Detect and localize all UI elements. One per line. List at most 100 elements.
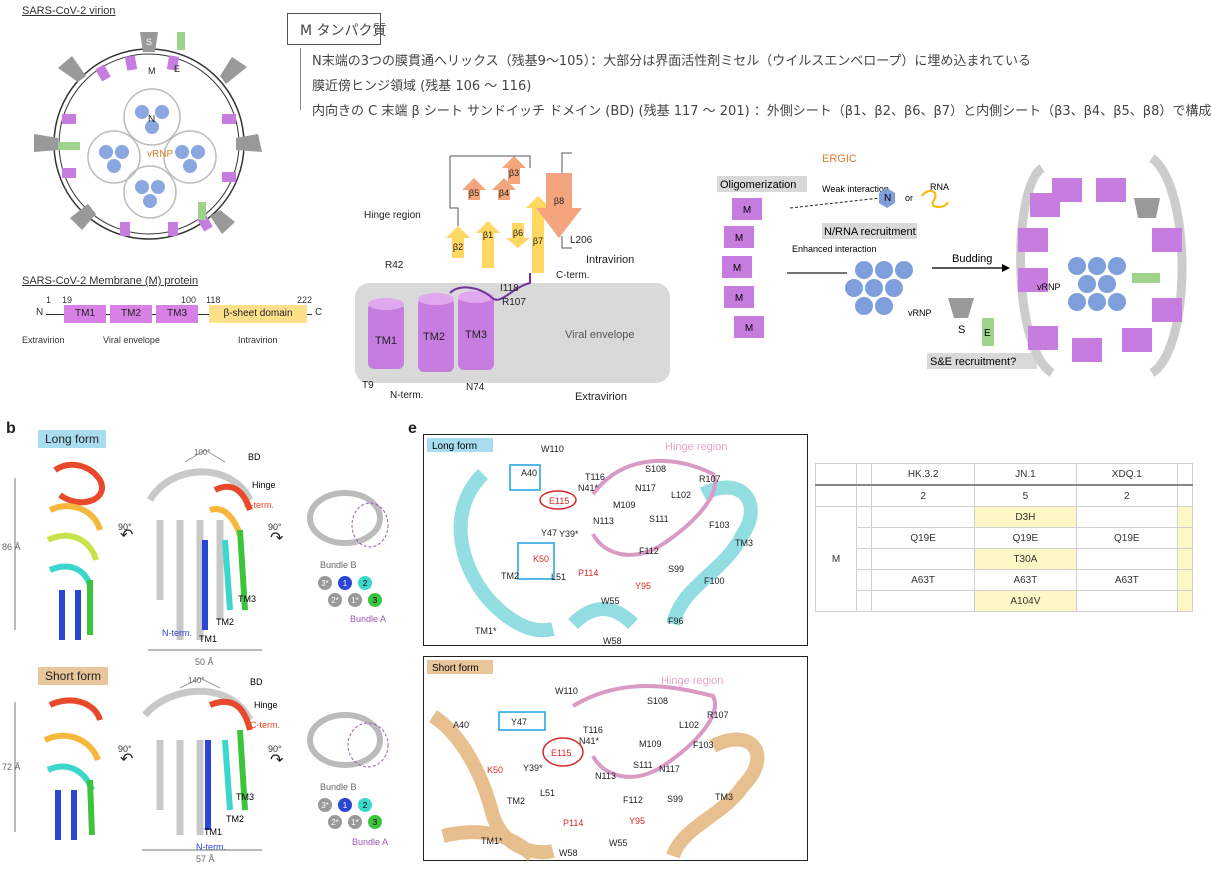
short-bd: BD xyxy=(250,677,263,687)
pos-19: 19 xyxy=(62,295,73,305)
e-long-r5: N117 xyxy=(635,483,656,493)
panel-b-letter: b xyxy=(6,420,16,437)
rotate-icon-1: ↶ xyxy=(120,527,133,544)
strand-b8: β8 xyxy=(554,196,564,206)
count-hk32: 2 xyxy=(870,484,976,507)
ergic-m-3: M xyxy=(733,263,741,274)
e-short-r15: S111 xyxy=(633,760,653,770)
e-long-r9: M109 xyxy=(613,500,636,510)
e-short-r17: L51 xyxy=(540,788,555,798)
e-long-r8: E115 xyxy=(549,496,569,506)
pos-222: 222 xyxy=(297,295,313,305)
e-long-r6: R107 xyxy=(699,474,721,484)
strand-b1: β1 xyxy=(483,230,493,240)
long-tm2: TM2 xyxy=(216,617,234,627)
e-long-r1: A40 xyxy=(521,468,537,478)
short-rot-1: 90° xyxy=(118,744,132,754)
region-intravirion: Intravirion xyxy=(238,335,278,345)
tm3-domain: TM3 xyxy=(156,305,198,323)
long-bundle-a: Bundle A xyxy=(350,614,386,624)
short-bundle-b: Bundle B xyxy=(320,782,357,792)
long-50a: 50 Å xyxy=(195,657,214,667)
e-long-r23: TM2 xyxy=(501,571,519,581)
strand-b6: β6 xyxy=(513,228,523,238)
strand-b2: β2 xyxy=(453,242,463,252)
long-86a: 86 Å xyxy=(2,542,21,552)
long-hinge: Hinge xyxy=(252,480,276,490)
label-cterm: C-term. xyxy=(556,270,589,281)
jp-title: M タンパク質 xyxy=(300,23,387,39)
e-short-r20: TM3 xyxy=(715,792,733,802)
e-long-r21: Y95 xyxy=(635,581,651,591)
ergic-m-1: M xyxy=(743,205,751,216)
e-long-r15: F112 xyxy=(639,546,659,556)
virion-illustration: S M E N vRNP xyxy=(34,32,262,240)
e-short-r12: Y39* xyxy=(523,763,543,773)
short-angle: 140° xyxy=(188,676,205,685)
c-terminus: C xyxy=(315,307,323,318)
e-short-r5: T116 xyxy=(583,725,603,735)
e-short-r3: A40 xyxy=(453,720,469,730)
region-extravirion: Extravirion xyxy=(22,335,65,345)
pos-100: 100 xyxy=(181,295,197,305)
long-a-2: 2 xyxy=(363,579,368,588)
label-l206: L206 xyxy=(570,235,593,246)
gene-label: M xyxy=(815,506,857,612)
e-long-r14: Y39* xyxy=(559,529,579,539)
ergic-weak: Weak interaction xyxy=(822,184,889,194)
helix-tm3: TM3 xyxy=(465,329,487,341)
e-long-r4: S108 xyxy=(645,464,666,474)
short-a-2: 2 xyxy=(363,801,368,810)
short-72a: 72 Å xyxy=(2,762,21,772)
e-short-r7: N41* xyxy=(579,736,600,746)
ergic-m-5: M xyxy=(745,323,753,334)
ergic-or: or xyxy=(905,193,913,203)
col-jn1: JN.1 xyxy=(974,463,1077,486)
label-hinge: Hinge region xyxy=(364,210,421,221)
panel-b-short-form-tag: Short form xyxy=(38,667,109,685)
short-b-3s: 3* xyxy=(321,801,329,810)
short-b-2s: 2* xyxy=(331,818,339,827)
ergic-se-recruitment: S&E recruitment? xyxy=(930,356,1016,368)
long-b-3s: 3* xyxy=(321,579,329,588)
e-short-r25: W58 xyxy=(559,848,578,858)
e-short-r13: N113 xyxy=(595,771,616,781)
rotate-icon-4: ↷ xyxy=(270,752,284,769)
count-xdq1: 2 xyxy=(1075,484,1179,507)
e-short-r1: S108 xyxy=(647,696,668,706)
e-short-hinge: Hinge region xyxy=(661,675,723,687)
ergic-recruitment: N/RNA recruitment xyxy=(824,226,916,238)
e-short-r11: K50 xyxy=(487,765,503,775)
panel-e-short: Short form Hinge region W110 S108 R107 A… xyxy=(423,656,808,862)
long-tm1: TM1 xyxy=(199,634,217,644)
long-rot-1: 90° xyxy=(118,522,132,532)
e-short-r8: M109 xyxy=(639,739,662,749)
table-count-row: 2 5 2 xyxy=(815,484,1193,507)
ergic-rna: RNA xyxy=(930,182,949,192)
e-short-r9: F103 xyxy=(693,740,714,750)
e-short-r16: TM2 xyxy=(507,796,525,806)
strand-b4: β4 xyxy=(499,188,509,198)
virion-vrnp-label: vRNP xyxy=(147,149,173,160)
e-long-r11: S111 xyxy=(649,514,669,524)
count-jn1: 5 xyxy=(974,484,1077,507)
ergic-title: ERGIC xyxy=(822,153,857,165)
label-intravirion: Intravirion xyxy=(586,254,634,266)
panel-e-letter: e xyxy=(408,420,417,437)
ergic-vrnp-left: vRNP xyxy=(908,308,932,318)
e-long-r20: P114 xyxy=(578,568,598,578)
topology-diagram: β5 β4 β3 β2 β1 β6 β7 β8 TM1 TM2 TM3 Hing… xyxy=(355,152,670,403)
e-long-r18: K50 xyxy=(533,554,549,564)
ergic-n: N xyxy=(884,193,891,204)
e-short-r4: Y47 xyxy=(511,717,527,727)
e-long-r13: Y47 xyxy=(541,528,557,538)
panel-e-long: Long form Hinge region W110 A40 T116 N41… xyxy=(423,434,808,646)
n-terminus: N xyxy=(36,307,44,318)
table-row: T30A xyxy=(816,548,1193,570)
label-r107: R107 xyxy=(502,297,526,308)
e-long-r25: F96 xyxy=(668,616,684,626)
variant-table: HK.3.2 JN.1 XDQ.1 2 5 2 M D3H Q19E Q19E … xyxy=(815,463,1193,612)
e-long-r17: TM3 xyxy=(735,538,753,548)
e-short-r24: W55 xyxy=(609,838,628,848)
e-long-r16: S99 xyxy=(668,564,684,574)
